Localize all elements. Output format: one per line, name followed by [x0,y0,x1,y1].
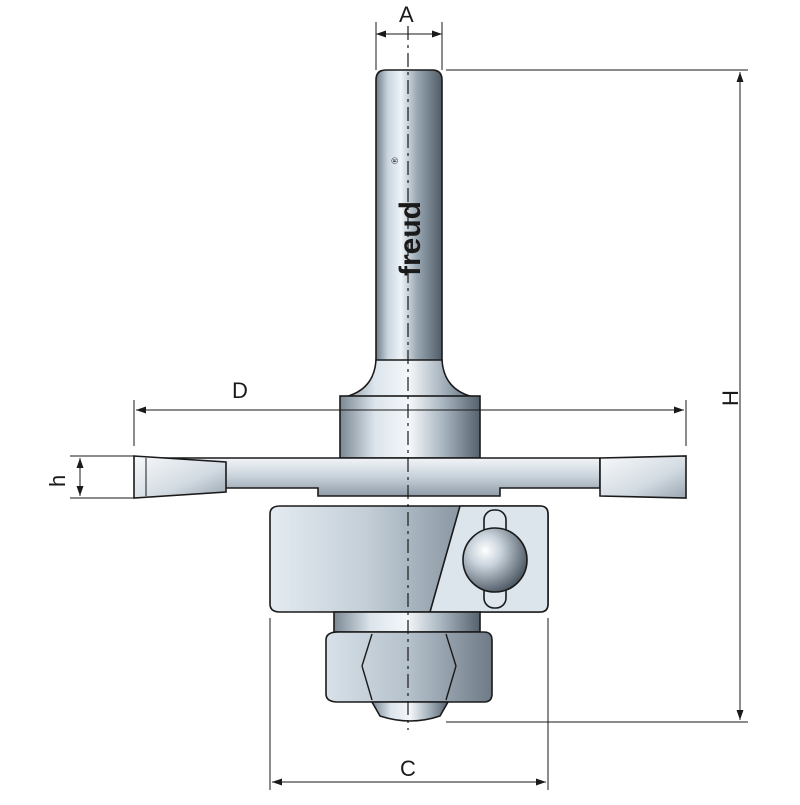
brand-logo: freud ® [390,157,427,276]
label-h-small: h [45,475,70,487]
carbide-tip-right [599,455,687,499]
shank-fillet [339,359,479,399]
spacer [333,611,481,633]
set-screw-ball [462,527,528,593]
label-c: C [400,756,416,781]
collar [339,395,481,459]
label-a: A [399,2,414,27]
svg-text:freud: freud [394,201,427,276]
hex-nut [325,631,493,703]
label-h: H [718,390,743,406]
router-bit [133,69,687,722]
screw-tip [370,701,450,722]
shank [375,69,443,363]
dimension-lines [70,22,748,790]
carbide-tip-left [133,455,227,499]
label-d: D [232,378,248,403]
svg-text:®: ® [390,157,400,164]
